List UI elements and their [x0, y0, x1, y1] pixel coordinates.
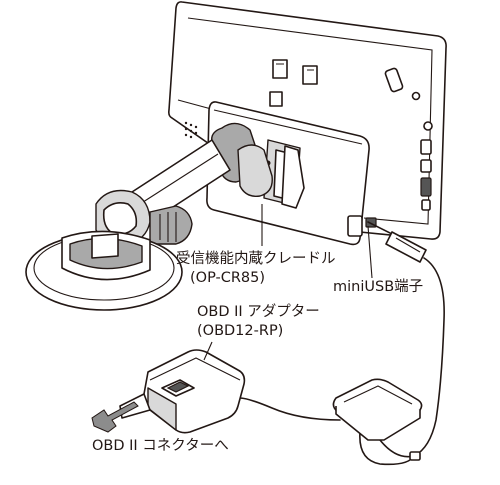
direction-arrow	[91, 401, 139, 433]
suction-base	[25, 230, 183, 311]
cable	[239, 221, 445, 466]
usb-port-label: miniUSB端子	[333, 279, 424, 295]
cradle-model-label: (OP-CR85)	[190, 270, 266, 286]
navigation-unit	[168, 1, 447, 240]
gps-module	[332, 378, 423, 461]
to-connector-label: OBD II コネクターへ	[92, 438, 229, 454]
cradle-name-label: 受信機能内蔵クレードル	[176, 251, 336, 267]
adapter-name-label: OBD II アダプター	[197, 304, 320, 320]
adapter-model-label: (OBD12-RP)	[197, 323, 284, 339]
leader-lines	[203, 204, 373, 361]
obd-adapter	[119, 349, 246, 434]
mount-arm	[95, 122, 273, 245]
